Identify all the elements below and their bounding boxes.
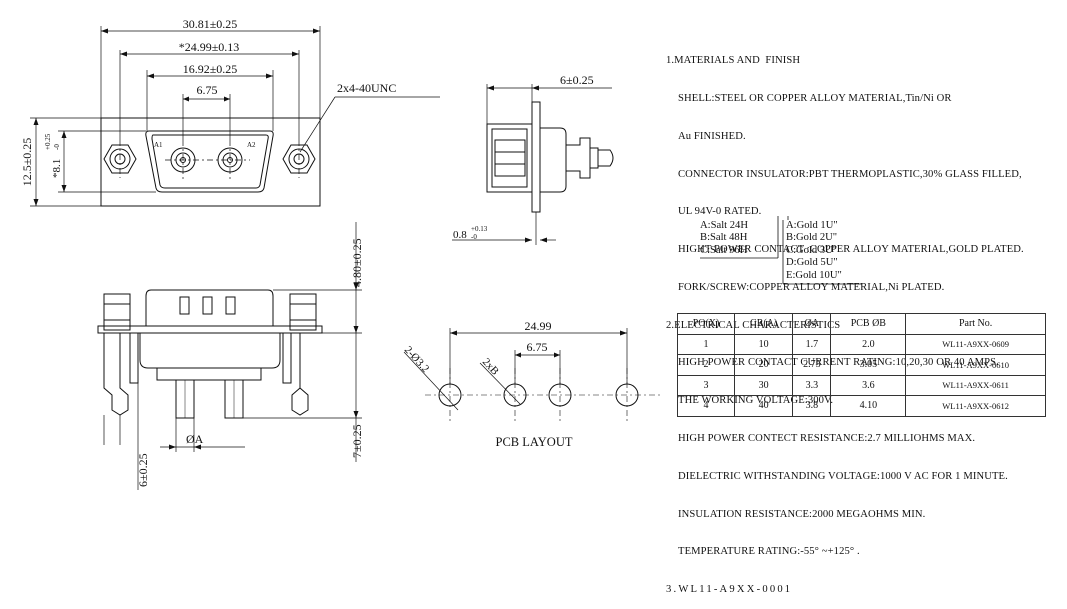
table-cell: 20 — [734, 354, 794, 376]
table-cell: 4.10 — [830, 395, 907, 417]
d-shell-inner — [151, 134, 269, 189]
gold-option: B:Gold 2U" — [786, 232, 838, 244]
side-pin — [589, 147, 599, 169]
table-cell: WL11-A9XX-0610 — [905, 354, 1046, 376]
table-cell: 3.8 — [792, 395, 832, 417]
table-cell: WL11-A9XX-0612 — [905, 395, 1046, 417]
dim-thickness: 0.8 — [453, 229, 467, 241]
notes-line: UL 94V-0 RATED. — [678, 206, 762, 218]
dim-pcb-outer: 24.99 — [525, 319, 552, 333]
header-pcb-dia: PCB ØB — [830, 313, 907, 335]
dim-thickness-tol-minus: -0 — [471, 233, 477, 241]
header-part-no: Part No. — [905, 313, 1046, 335]
gold-option: D:Gold 5U" — [786, 257, 838, 269]
table-cell: 2.75 — [792, 354, 832, 376]
dim-pin-length: 7±0.25 — [350, 424, 364, 458]
part-number-table: PO(X) CR(A) ØA PCB ØB Part No. 1 10 1.7 … — [676, 313, 1046, 417]
notes-line: HIGH POWER CONTECT RESISTANCE:2.7 MILLIO… — [678, 433, 976, 444]
gold-options: A:Gold 1U" B:Gold 2U" C:Gold 3U" D:Gold … — [786, 220, 842, 282]
notes-line: SHELL:STEEL OR COPPER ALLOY MATERIAL,Tin… — [678, 92, 952, 104]
dim-pcb-inner: 6.75 — [527, 340, 548, 354]
right-hex-nut — [282, 144, 316, 174]
thread-label: 2x4-40UNC — [337, 81, 396, 95]
dim-depth: 6±0.25 — [560, 73, 594, 87]
dim-body-height-tol-minus: -0 — [53, 144, 61, 150]
table-cell: WL11-A9XX-0611 — [905, 374, 1046, 396]
table-cell: 2.0 — [830, 333, 907, 355]
part-code: 3.WL11-A9XX-0001 — [666, 584, 793, 596]
dim-tail: 6±0.25 — [136, 453, 150, 487]
bottom-view: 4.80±0.25 7±0.25 6±0.25 ØA — [97, 222, 364, 490]
salt-option: B:Salt 48H — [700, 232, 748, 244]
notes-line: Au FINISHED. — [678, 130, 746, 142]
notes-line: CONNECTOR INSULATOR:PBT THERMOPLASTIC,30… — [678, 168, 1022, 180]
pcb-layout-title: PCB LAYOUT — [496, 435, 573, 449]
notes-line: TEMPERATURE RATING:-55° ~+125° . — [678, 546, 860, 558]
dim-height: 12.5±0.25 — [20, 138, 34, 187]
salt-option: C:Salt 96H — [700, 244, 748, 256]
label-contact-holes: 2xB — [480, 356, 501, 378]
technical-drawing: A1 A2 30.81±0.25 *24.99±0.13 16.92±0.25 … — [20, 17, 660, 490]
notes-line: INSULATION RESISTANCE:2000 MEGAOHMS MIN. — [678, 508, 926, 520]
header-current: CR(A) — [734, 313, 794, 335]
table-cell: 30 — [734, 374, 794, 396]
label-a2: A2 — [247, 141, 256, 149]
table-row: 2 20 2.75 3.05 WL11-A9XX-0610 — [676, 354, 1046, 376]
salt-options: A:Salt 24H B:Salt 48H C:Salt 96H — [700, 220, 748, 257]
label-mount-holes: 2-Ø3.2 — [402, 344, 432, 375]
flange-bar — [97, 325, 323, 334]
gold-option: E:Gold 10U" — [786, 269, 842, 281]
table-cell: 1.7 — [792, 333, 832, 355]
dim-mount-spacing: *24.99±0.13 — [179, 40, 240, 54]
table-cell: 2 — [676, 354, 736, 376]
dim-pin-pitch: 6.75 — [197, 83, 218, 97]
dim-pin-dia: ØA — [186, 432, 204, 446]
table-cell: 1 — [676, 333, 736, 355]
left-hex-nut — [103, 144, 137, 174]
table-cell: 3.3 — [792, 374, 832, 396]
gold-option: A:Gold 1U" — [786, 220, 838, 231]
label-a1: A1 — [154, 141, 163, 149]
notes-line: DIELECTRIC WITHSTANDING VOLTAGE:1000 V A… — [678, 470, 1008, 482]
table-cell: 3.05 — [830, 354, 907, 376]
pcb-layout: 24.99 6.75 2-Ø3.2 2xB PCB LAYOUT — [402, 319, 660, 449]
header-pin-dia: ØA — [792, 313, 832, 335]
table-header-row: PO(X) CR(A) ØA PCB ØB Part No. — [676, 313, 1046, 335]
flange-outline — [100, 117, 321, 207]
side-view: 6±0.25 0.8 +0.13 -0 — [452, 73, 614, 245]
dim-body-height-tol-plus: +0.25 — [44, 133, 52, 150]
table-cell: 3.6 — [830, 374, 907, 396]
dim-overall-width: 30.81±0.25 — [183, 17, 238, 31]
dim-body-height: *8.1 — [51, 159, 63, 178]
gold-option: C:Gold 3U" — [786, 244, 838, 256]
d-shell-outer — [145, 130, 274, 193]
table-row: 3 30 3.3 3.6 WL11-A9XX-0611 — [676, 374, 1046, 396]
table-cell: 3 — [676, 374, 736, 396]
salt-option: A:Salt 24H — [700, 220, 748, 231]
table-cell: WL11-A9XX-0609 — [905, 333, 1046, 355]
table-row: 1 10 1.7 2.0 WL11-A9XX-0609 — [676, 333, 1046, 355]
notes-line: FORK/SCREW:COPPER ALLOY MATERIAL,Ni PLAT… — [678, 281, 945, 293]
dim-above-board: 4.80±0.25 — [350, 238, 364, 287]
notes-heading-materials: 1.MATERIALS AND FINISH — [666, 55, 801, 67]
notes-line: HIGHT POWER CONTACT :COPPER ALLOY MATERI… — [678, 244, 1024, 256]
table-cell: 40 — [734, 395, 794, 417]
table-cell: 4 — [676, 395, 736, 417]
table-cell: 10 — [734, 333, 794, 355]
side-flange — [531, 101, 541, 213]
table-row: 4 40 3.8 4.10 WL11-A9XX-0612 — [676, 395, 1046, 417]
dim-thickness-tol-plus: +0.13 — [471, 225, 488, 233]
header-position: PO(X) — [676, 313, 736, 335]
front-view: A1 A2 30.81±0.25 *24.99±0.13 16.92±0.25 … — [20, 17, 440, 207]
dim-body-width: 16.92±0.25 — [183, 62, 238, 76]
